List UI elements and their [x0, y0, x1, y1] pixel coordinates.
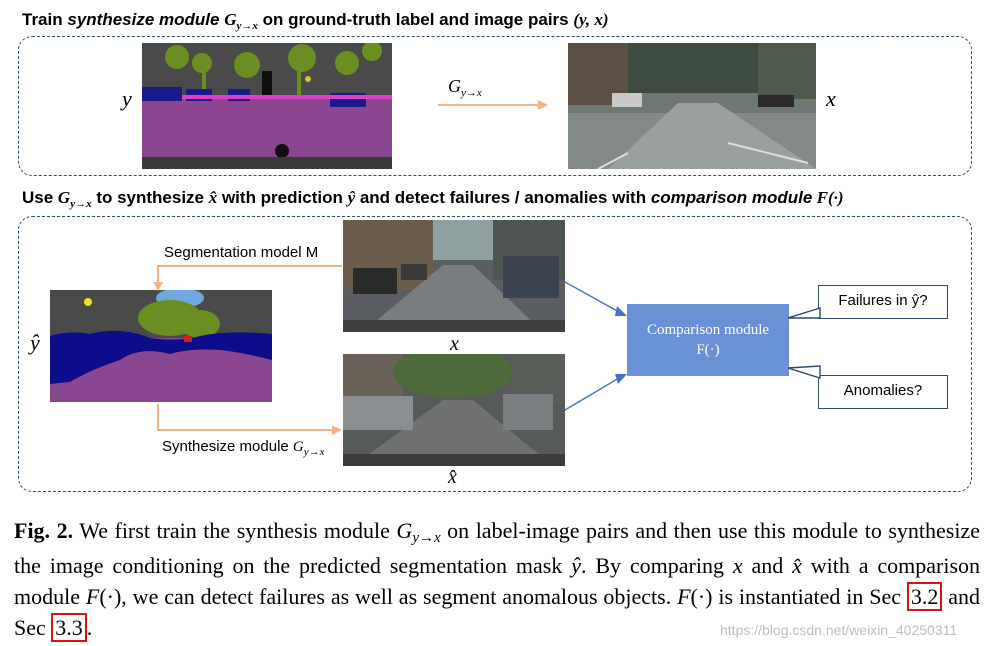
- label-y: y: [122, 86, 132, 111]
- photo-x-image: [568, 43, 816, 169]
- synthesize-module-label: Synthesize module Gy→x: [162, 438, 325, 458]
- bottom-section-box: [18, 216, 972, 492]
- ref-sec-3-2[interactable]: 3.2: [906, 582, 943, 611]
- predicted-mask-yhat-image: [50, 290, 272, 402]
- synthesize-arrow: [157, 404, 342, 435]
- comparison-module-box: Comparison module F(·): [627, 304, 789, 376]
- label-x: x: [826, 86, 836, 111]
- watermark: https://blog.csdn.net/weixin_40250311: [720, 622, 958, 638]
- label-xhat: x̂: [448, 466, 457, 488]
- anomalies-callout: Anomalies?: [818, 375, 948, 409]
- bottom-section-title: Use Gy→x to synthesize x̂ with predictio…: [22, 188, 844, 210]
- failures-callout-pointer: [788, 307, 821, 319]
- top-section-box: [18, 36, 972, 176]
- top-arrow-label: Gy→x: [448, 76, 482, 99]
- failures-callout: Failures in ŷ?: [818, 285, 948, 319]
- figure-caption: Fig. 2. We first train the synthesis mod…: [14, 518, 981, 642]
- segmentation-arrow: [153, 265, 342, 291]
- label-map-y-image: [142, 43, 392, 169]
- comparison-input-arrows: [565, 281, 627, 411]
- top-section-title: Train synthesize module Gy→x on ground-t…: [22, 10, 609, 32]
- photo-x-bottom-image: [343, 220, 565, 332]
- ref-sec-3-3[interactable]: 3.3: [51, 613, 87, 642]
- synthesized-xhat-image: [343, 354, 565, 466]
- label-yhat: ŷ: [30, 330, 40, 355]
- top-arrow: [438, 100, 548, 110]
- anomalies-callout-pointer: [788, 365, 821, 379]
- label-x-bottom: x: [450, 333, 459, 355]
- segmentation-model-label: Segmentation model M: [164, 244, 319, 261]
